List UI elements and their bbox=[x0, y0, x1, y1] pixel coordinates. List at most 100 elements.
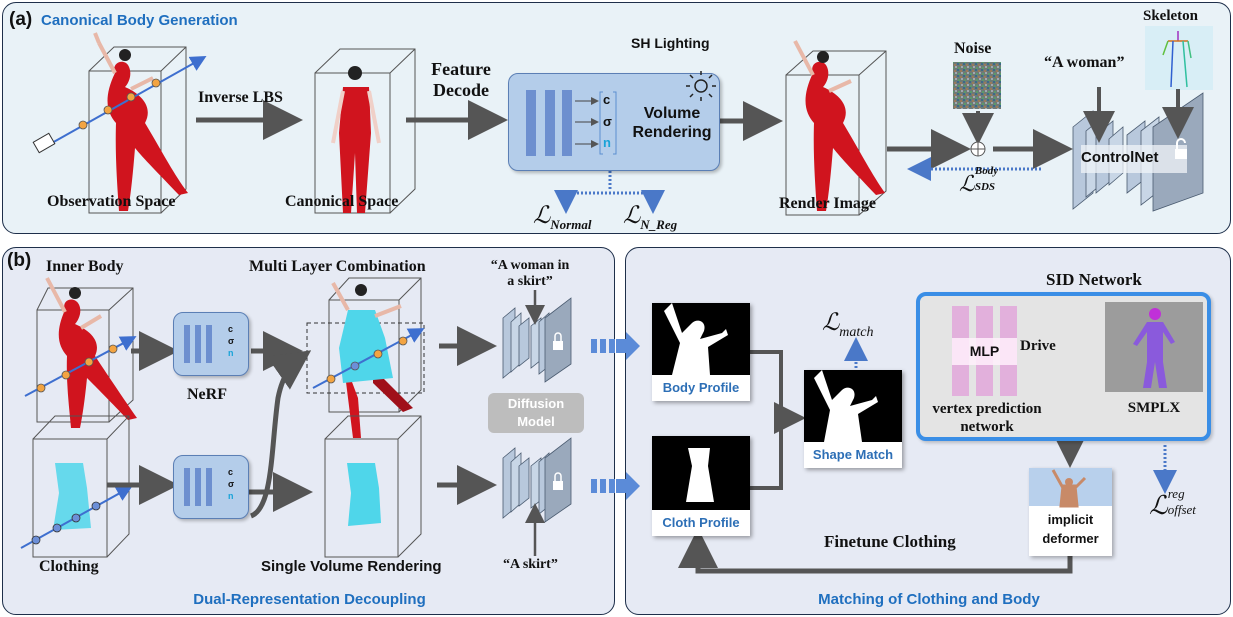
observation-space-label: Observation Space bbox=[47, 193, 176, 210]
model-line: Model bbox=[517, 414, 555, 429]
cloth-profile-label: Cloth Profile bbox=[662, 515, 740, 530]
prompt-woman-skirt: “A woman in a skirt” bbox=[485, 258, 575, 290]
mlp-layer bbox=[562, 90, 572, 156]
implicit-line: implicit bbox=[1047, 512, 1094, 527]
ray-icon bbox=[20, 486, 133, 549]
camera-icon bbox=[32, 132, 56, 154]
diffusion-stack-top bbox=[502, 297, 572, 383]
dual-representation-caption: Dual-Representation Decoupling bbox=[193, 591, 426, 608]
loss-superscript: reg bbox=[1167, 486, 1185, 501]
single-cloth-figure bbox=[347, 463, 381, 526]
output-c: c bbox=[228, 324, 234, 334]
nerf-box-clothing: c σ n bbox=[173, 455, 249, 519]
nerf-label: NeRF bbox=[187, 386, 227, 403]
skeleton-image bbox=[1145, 26, 1213, 90]
prompt-a-skirt: “A skirt” bbox=[503, 557, 558, 572]
panel-a-graphics bbox=[32, 26, 1213, 216]
mlp-layer bbox=[526, 90, 536, 156]
nerf-outputs: c σ n bbox=[228, 323, 234, 359]
implicit-deformer-card: implicit deformer bbox=[1029, 468, 1112, 556]
single-volume-cube bbox=[324, 415, 422, 558]
canonical-space-label: Canonical Space bbox=[285, 193, 399, 210]
loss-subscript: SDS bbox=[974, 181, 996, 193]
body-profile-label: Body Profile bbox=[662, 380, 740, 395]
to-cloth-profile-arrow bbox=[591, 479, 615, 493]
controlnet-label-bg bbox=[1081, 145, 1187, 173]
vertex-prediction-label: vertex prediction network bbox=[922, 400, 1052, 436]
loss-normal: ℒNormal bbox=[533, 201, 591, 233]
finetune-feedback-arrow bbox=[678, 528, 1073, 574]
panel-canonical-body-generation: (a) Canonical Body Generation bbox=[2, 2, 1231, 234]
drive-label: Drive bbox=[1020, 338, 1056, 354]
multi-layer-cube bbox=[328, 277, 422, 413]
mlp-layer bbox=[184, 468, 190, 506]
clothing-label: Clothing bbox=[39, 558, 99, 575]
nerf-box-body: c σ n bbox=[173, 312, 249, 376]
loss-branch-lines bbox=[554, 171, 665, 214]
panel-b-left-graphics bbox=[20, 277, 615, 558]
diffusion-stack-bottom bbox=[502, 437, 572, 523]
inner-body-figure bbox=[45, 277, 137, 428]
sh-lighting-label: SH Lighting bbox=[631, 35, 710, 51]
multi-layer-label: Multi Layer Combination bbox=[249, 258, 426, 275]
loss-subscript: N_Reg bbox=[640, 216, 678, 232]
loss-n-reg: ℒN_Reg bbox=[623, 201, 677, 233]
observation-figure bbox=[93, 32, 188, 211]
incoming-cloth-arrow bbox=[616, 472, 640, 500]
output-normal: n bbox=[228, 348, 234, 358]
output-sigma: σ bbox=[603, 114, 612, 129]
mlp-layer bbox=[184, 325, 190, 363]
body-profile-image bbox=[652, 303, 750, 375]
loss-superscript: Body bbox=[974, 165, 999, 177]
implicit-deformer-label: implicit deformer bbox=[1029, 510, 1112, 548]
clothing-to-combination-arrow bbox=[249, 350, 312, 519]
single-volume-label: Single Volume Rendering bbox=[261, 558, 442, 575]
body-to-match-arrow bbox=[748, 350, 806, 434]
smplx-image bbox=[1105, 302, 1203, 392]
noise-image bbox=[953, 62, 1001, 109]
smplx-mesh-figure bbox=[1133, 308, 1175, 388]
panel-a-tag: (a) bbox=[9, 9, 33, 30]
controlnet-label: ControlNet bbox=[1081, 149, 1159, 166]
to-body-profile-arrow bbox=[591, 339, 615, 353]
matching-caption: Matching of Clothing and Body bbox=[818, 591, 1040, 608]
output-c: c bbox=[228, 467, 234, 477]
loss-offset: ℒ reg offset bbox=[1149, 486, 1208, 521]
sid-network-box: MLP Drive vertex prediction network SMPL… bbox=[916, 292, 1211, 441]
shape-match-card: Shape Match bbox=[804, 370, 902, 468]
output-normal: n bbox=[228, 491, 234, 501]
finetune-clothing-label: Finetune Clothing bbox=[824, 532, 956, 551]
output-normal: n bbox=[603, 135, 611, 150]
loss-subscript: match bbox=[839, 324, 874, 340]
loss-symbol: ℒ bbox=[623, 203, 641, 229]
feature-label: Feature bbox=[431, 59, 491, 79]
cloth-profile-image bbox=[652, 436, 750, 510]
output-arrows bbox=[575, 91, 617, 155]
loss-symbol: ℒ bbox=[533, 203, 551, 229]
render-image-label: Render Image bbox=[779, 195, 877, 212]
match-silhouette bbox=[814, 370, 878, 442]
ray-icon bbox=[312, 328, 425, 389]
nerf-outputs: c σ n bbox=[228, 466, 234, 502]
body-profile-card: Body Profile bbox=[652, 303, 750, 401]
prompt-a-woman: “A woman” bbox=[1044, 54, 1125, 71]
output-sigma: σ bbox=[228, 336, 235, 346]
mlp-layer bbox=[206, 325, 212, 363]
loss-subscript: Normal bbox=[550, 216, 592, 232]
output-sigma: σ bbox=[228, 479, 235, 489]
inverse-lbs-label: Inverse LBS bbox=[198, 89, 283, 106]
sid-network-label: SID Network bbox=[1046, 270, 1142, 289]
mlp-layer bbox=[195, 468, 201, 506]
render-image-figure bbox=[793, 40, 885, 211]
loss-subscript: offset bbox=[1167, 502, 1196, 517]
clothing-cube bbox=[32, 415, 130, 558]
cloth-to-match-line bbox=[748, 418, 783, 490]
panel-b-tag: (b) bbox=[7, 250, 32, 271]
loss-symbol: ℒ bbox=[822, 310, 840, 336]
combined-figure bbox=[331, 282, 413, 438]
rendering-label: Rendering bbox=[632, 124, 712, 141]
add-operator-icon bbox=[970, 141, 986, 157]
canonical-figure bbox=[331, 66, 381, 213]
body-silhouette bbox=[664, 303, 728, 375]
shape-match-image bbox=[804, 370, 902, 442]
